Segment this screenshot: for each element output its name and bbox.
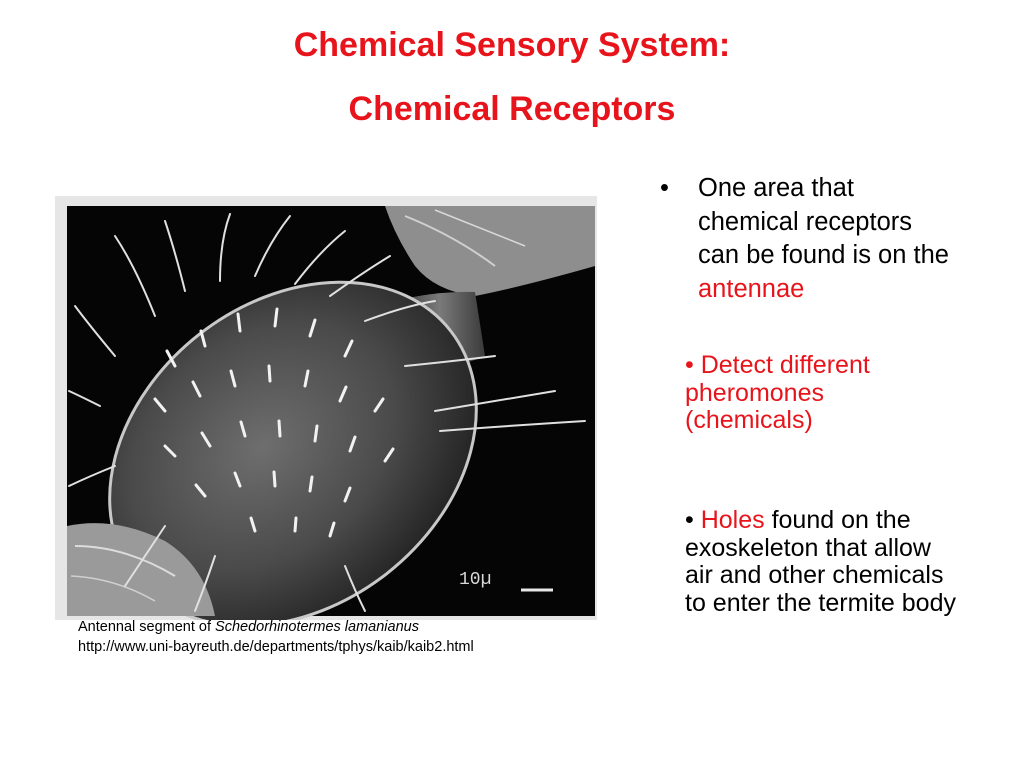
bullet-main-body: One area that chemical receptors can be … (698, 174, 949, 269)
sub-bullet-marker: • (685, 351, 694, 379)
sub-bullet-text: found on the exoskeleton that allow air … (685, 506, 956, 617)
sub-bullet-marker: • (685, 506, 694, 534)
bullet-main-text: One area that chemical receptors can be … (698, 172, 960, 306)
bullet-main-highlight: antennae (698, 274, 805, 303)
caption-prefix: Antennal segment of (78, 619, 216, 635)
image-caption: Antennal segment of Schedorhinotermes la… (78, 620, 419, 635)
slide-title-line1: Chemical Sensory System: (293, 26, 731, 64)
scale-label: 10µ (459, 570, 491, 590)
slide-title-line2: Chemical Receptors (348, 90, 676, 128)
sub-bullet-highlight: Holes (700, 506, 765, 534)
antenna-micrograph-image: 10µ (55, 196, 597, 620)
sub-bullet-pheromones: • Detect different pheromones (chemicals… (685, 351, 920, 435)
image-source-url: http://www.uni-bayreuth.de/departments/t… (78, 639, 474, 655)
sub-bullet-text: Detect different pheromones (chemicals) (685, 351, 870, 434)
caption-species: Schedorhinotermes lamanianus (215, 619, 419, 635)
sub-bullet-holes: • Holes found on the exoskeleton that al… (685, 506, 960, 617)
bullet-marker: • (660, 174, 669, 202)
